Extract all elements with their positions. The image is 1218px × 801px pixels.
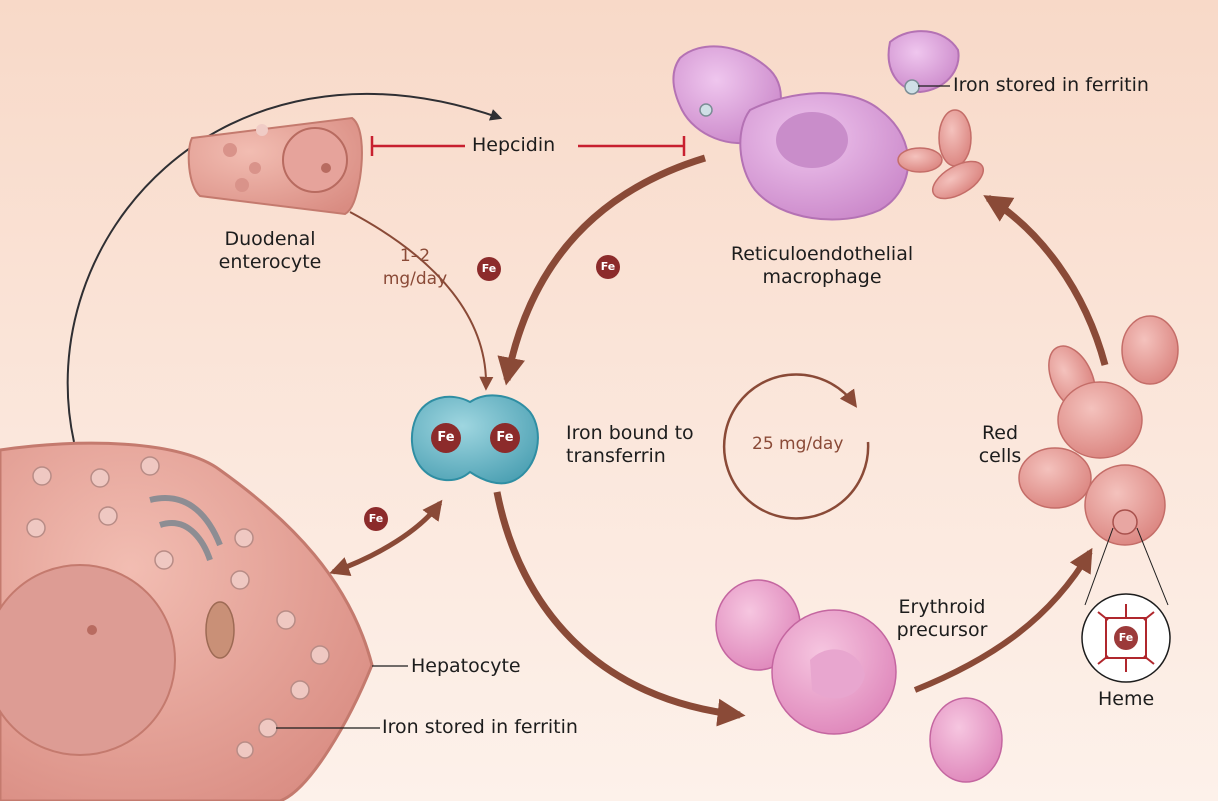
absorption-rate-label: 1–2 mg/day [382, 246, 448, 289]
fe-badge-macrophage: Fe [596, 255, 620, 279]
absorption-arrow [349, 211, 494, 391]
red-cells [1018, 315, 1179, 546]
senescent-red-cell-arrow [983, 195, 1109, 366]
hepcidin-feedback-arrow [66, 92, 503, 443]
duodenal-enterocyte-label: Duodenal enterocyte [218, 228, 322, 273]
fe-badge-absorption: Fe [477, 257, 501, 281]
daily-cycle-label: 25 mg/day [752, 434, 844, 454]
macrophage-label: Reticuloendothelial macrophage [730, 243, 914, 288]
hepcidin-inhibition-lines [370, 136, 686, 156]
fe-badge-transferrin-right: Fe [490, 423, 520, 453]
reticuloendothelial-macrophage [672, 30, 960, 221]
ferritin-hepatocyte-label: Iron stored in ferritin [382, 716, 578, 738]
fe-badge-hepatocyte: Fe [364, 507, 388, 531]
phagocytosed-red-cells [897, 109, 984, 200]
transferrin-label: Iron bound to transferrin [566, 422, 694, 467]
hepcidin-label: Hepcidin [472, 134, 556, 156]
macrophage-release-arrow [497, 154, 707, 386]
duodenal-enterocyte [187, 116, 363, 216]
liver-exchange-arrow [329, 499, 443, 576]
ferritin-macrophage-label: Iron stored in ferritin [953, 74, 1149, 96]
erythroid-precursors [715, 579, 1003, 783]
transferrin-complex [410, 394, 539, 485]
leader-lines [276, 85, 950, 729]
hepatocyte-label: Hepatocyte [411, 655, 521, 677]
heme-zoom [1081, 527, 1171, 683]
fe-badge-transferrin-left: Fe [431, 423, 461, 453]
heme-label: Heme [1098, 688, 1155, 710]
red-cells-label: Red cells [978, 422, 1022, 467]
fe-badge-heme: Fe [1114, 626, 1138, 650]
erythroid-precursor-label: Erythroid precursor [896, 596, 988, 641]
maturation-arrow [913, 547, 1093, 693]
hepatocyte [0, 441, 374, 801]
delivery-to-marrow-arrow [493, 491, 746, 727]
daily-cycle-circle [722, 373, 870, 520]
